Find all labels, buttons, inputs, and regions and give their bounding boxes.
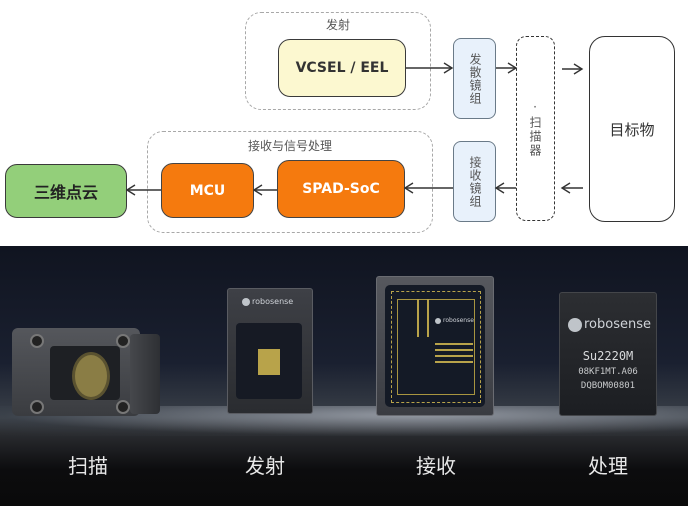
emit-group — [245, 12, 431, 110]
receive-lens-box: 接收镜组 — [453, 141, 496, 222]
scanner-module-image — [12, 324, 160, 420]
processor-line2: 08KF1MT.A06 — [578, 367, 638, 377]
receiver-chip-logo: robosense — [435, 317, 474, 324]
arrow-lens-to-spad — [403, 182, 453, 194]
mcu-box: MCU — [161, 163, 254, 218]
receiver-chip-image: robosense — [376, 276, 494, 416]
emit-group-label: 发射 — [325, 18, 350, 32]
arrow-scanner-to-target — [562, 63, 584, 75]
arrow-spad-to-mcu — [252, 184, 277, 196]
arrow-lens-to-scanner — [496, 62, 518, 74]
emitter-chip-logo: robosense — [242, 297, 293, 306]
spad-soc-box: SPAD-SoC — [277, 160, 405, 218]
component-photo-panel: robosense robosense robosense Su2220M 08… — [0, 246, 688, 506]
processor-chip-image: robosense Su2220M 08KF1MT.A06 DQBOM00801 — [559, 292, 657, 416]
processor-chip-logo: robosense — [568, 317, 651, 332]
processor-model: Su2220M — [582, 349, 634, 363]
scanner-box: ·扫描器 — [516, 36, 555, 221]
arrow-vcsel-to-lens — [406, 62, 454, 74]
caption-receive: 接收 — [416, 454, 456, 478]
receive-group-label: 接收与信号处理 — [247, 139, 332, 153]
receive-group — [147, 131, 433, 233]
caption-emit: 发射 — [245, 454, 285, 478]
vcsel-eel-box: VCSEL / EEL — [278, 39, 406, 97]
emitter-chip-image: robosense — [227, 288, 313, 414]
processor-line3: DQBOM00801 — [580, 381, 636, 391]
caption-scan: 扫描 — [68, 454, 108, 478]
target-object-box: 目标物 — [589, 36, 675, 222]
arrow-mcu-to-pointcloud — [125, 184, 161, 196]
arrow-target-to-scanner — [560, 182, 583, 194]
pointcloud-box: 三维点云 — [5, 164, 127, 218]
flow-arrows — [125, 62, 584, 196]
caption-process: 处理 — [588, 454, 628, 478]
emit-lens-box: 发散镜组 — [453, 38, 496, 119]
arrow-scanner-to-receive-lens — [494, 182, 516, 194]
emitter-die — [258, 349, 280, 375]
